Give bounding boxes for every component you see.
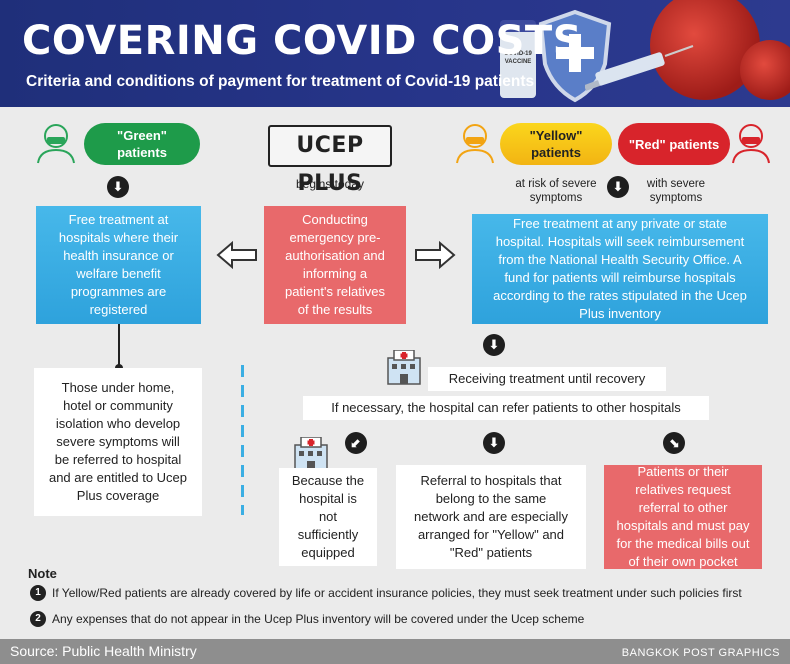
note-text-1: If Yellow/Red patients are already cover… — [52, 586, 742, 600]
option-not-equipped: Because the hospital is not sufficiently… — [279, 468, 377, 566]
red-patient-icon — [732, 124, 770, 164]
receiving-bar: Receiving treatment until recovery — [428, 367, 666, 391]
red-patients-pill: "Red" patients — [618, 123, 730, 165]
dashed-divider — [241, 365, 244, 515]
vaccine-label: COVID-19 VACCINE — [504, 51, 532, 65]
shield-icon — [538, 9, 612, 103]
arrow-right-icon — [415, 240, 456, 270]
hospital-icon — [387, 350, 421, 385]
virus-illustration-small — [740, 40, 790, 100]
arrow-left-icon — [216, 240, 257, 270]
header-banner: COVID-19 VACCINE — [0, 0, 790, 107]
arrow-down-right-icon: ⬊ — [663, 432, 685, 454]
note-number-1: 1 — [30, 585, 46, 601]
arrow-down-icon: ⬇ — [483, 432, 505, 454]
footer-bar — [0, 639, 790, 664]
ucep-process-box: Conducting emergency pre-authorisation a… — [264, 206, 406, 324]
green-patient-icon — [37, 124, 75, 164]
page-title: COVERING COVID COSTS — [22, 18, 582, 64]
refer-bar: If necessary, the hospital can refer pat… — [303, 396, 709, 420]
note-number-2: 2 — [30, 611, 46, 627]
source-text: Source: Public Health Ministry — [10, 643, 197, 659]
arrow-down-icon: ⬇ — [607, 176, 629, 198]
credit-text: BANGKOK POST GRAPHICS — [621, 647, 780, 659]
page-subtitle: Criteria and conditions of payment for t… — [26, 73, 535, 90]
syringe-icon — [585, 45, 694, 91]
vaccine-vial-icon: COVID-19 VACCINE — [500, 20, 536, 98]
ucep-begins: begins today — [295, 177, 365, 191]
option-self-pay: Patients or their relatives request refe… — [604, 464, 762, 569]
yellow-sub: at risk of severe symptoms — [515, 178, 597, 204]
option-network-referral: Referral to hospitals that belong to the… — [396, 465, 586, 569]
yellow-patients-pill: "Yellow" patients — [500, 123, 612, 165]
green-patients-pill: "Green" patients — [84, 123, 200, 165]
red-sub: with severe symptoms — [646, 178, 706, 204]
arrow-down-left-icon: ⬋ — [345, 432, 367, 454]
virus-illustration — [650, 0, 760, 100]
note-heading: Note — [28, 566, 57, 581]
ucep-plus-badge: UCEP PLUS — [268, 125, 392, 196]
connector-line — [118, 324, 120, 368]
arrow-down-icon: ⬇ — [107, 176, 129, 198]
home-isolation-box: Those under home, hotel or community iso… — [34, 368, 202, 516]
right-treatment-box: Free treatment at any private or state h… — [472, 214, 768, 324]
note-text-2: Any expenses that do not appear in the U… — [52, 612, 585, 626]
arrow-down-icon: ⬇ — [483, 334, 505, 356]
green-treatment-box: Free treatment at hospitals where their … — [36, 206, 201, 324]
yellow-patient-icon — [456, 124, 494, 164]
